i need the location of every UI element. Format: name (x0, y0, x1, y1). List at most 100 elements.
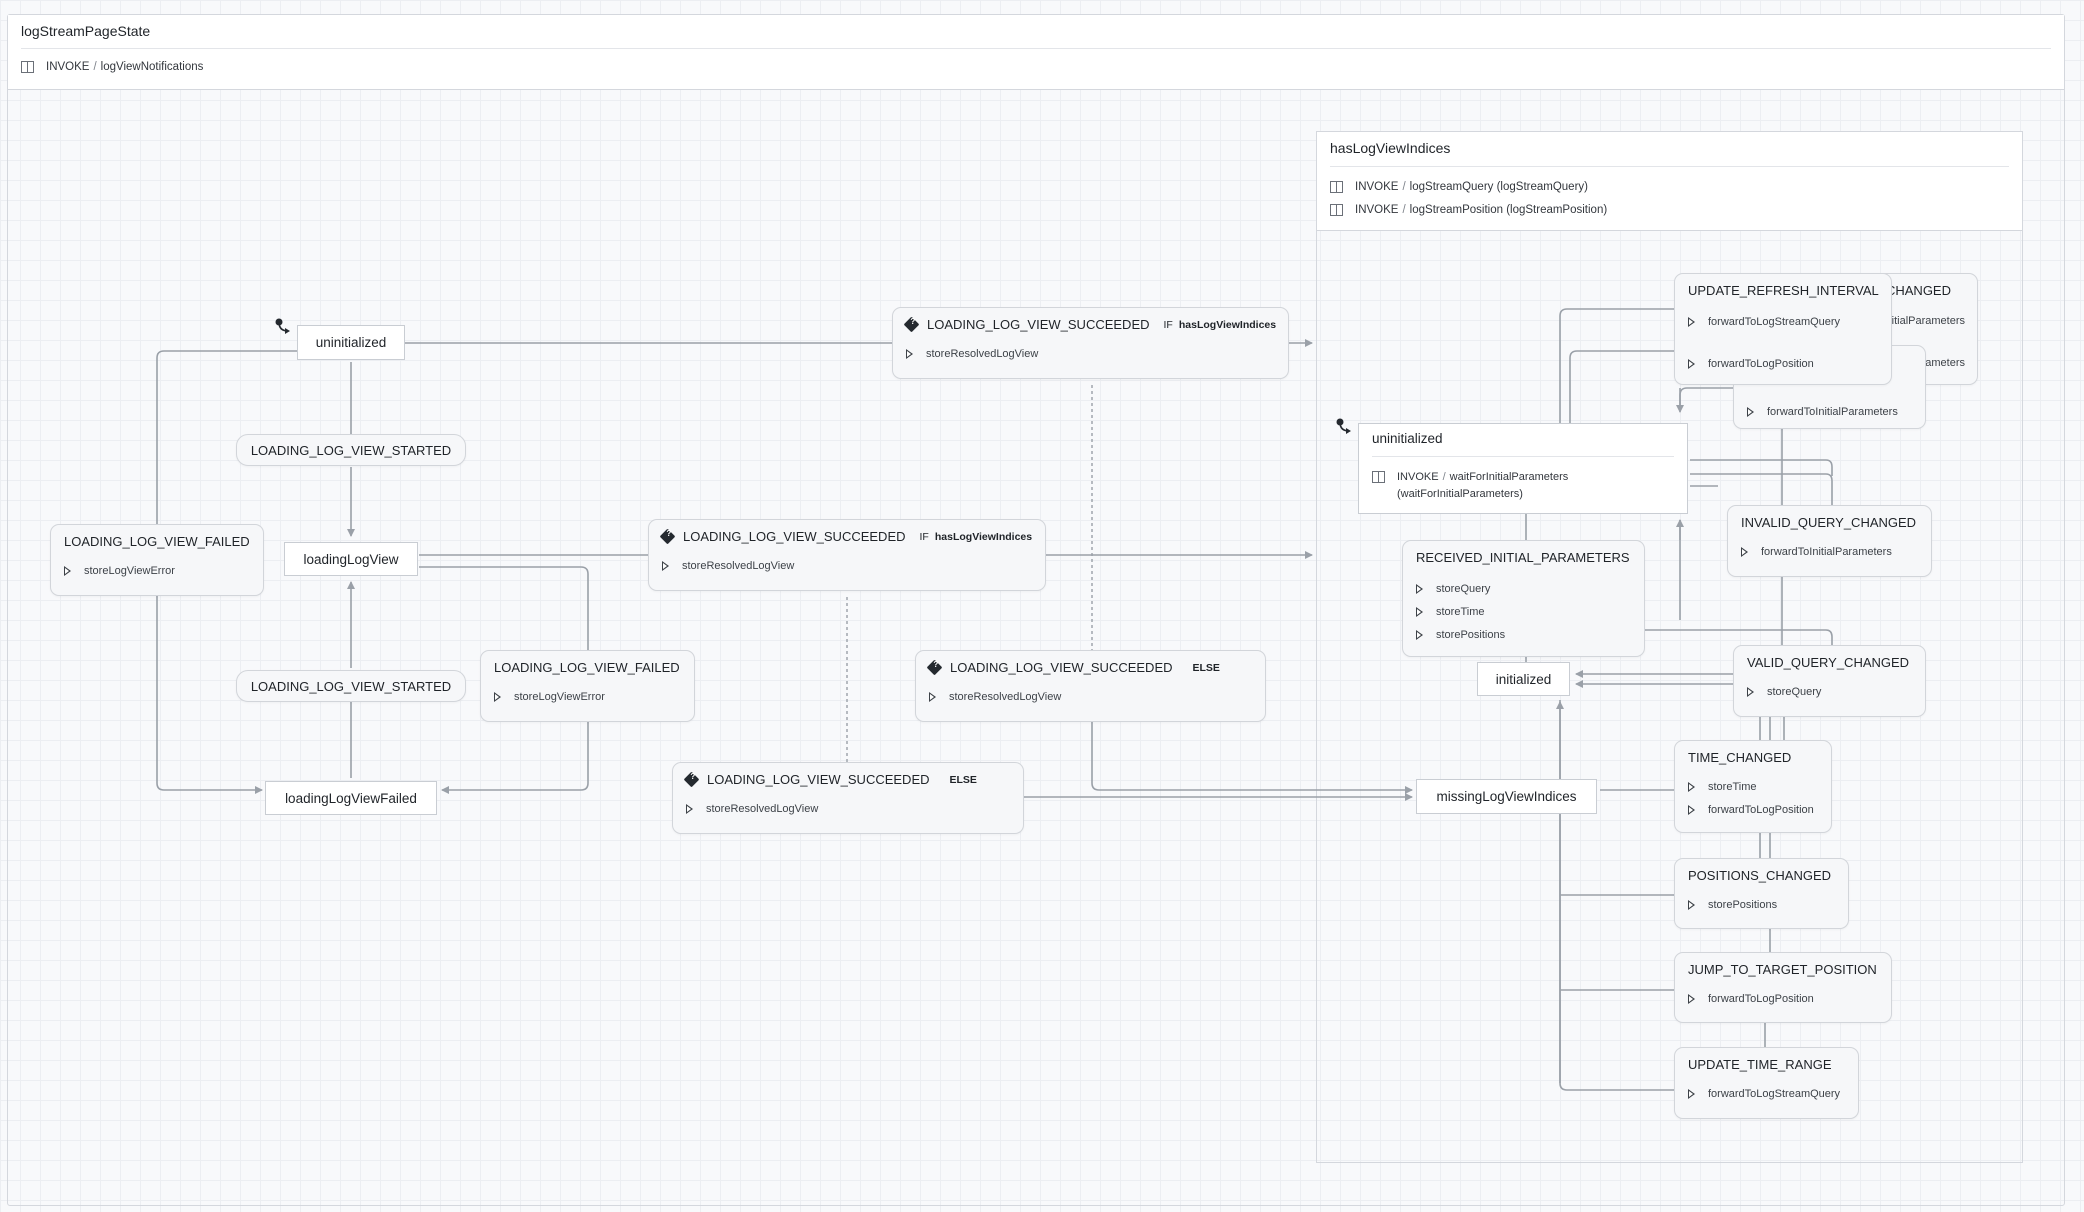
event-label: LOADING_LOG_VIEW_FAILED (494, 660, 680, 675)
invoke-name: logStreamPosition (logStreamPosition) (1409, 204, 1608, 216)
event-loading-log-view-started[interactable]: LOADING_LOG_VIEW_STARTED (236, 670, 466, 702)
action-icon (1688, 899, 1695, 910)
invoke-separator: / (1402, 204, 1406, 216)
action-label: forwardToLogPosition (1708, 357, 1814, 370)
event-label: UPDATE_TIME_RANGE (1688, 1057, 1832, 1072)
event-valid-query-changed[interactable]: VALID_QUERY_CHANGED storeQuery (1733, 645, 1926, 717)
event-loading-log-view-started[interactable]: LOADING_LOG_VIEW_STARTED (236, 434, 466, 466)
event-update-refresh-interval[interactable]: UPDATE_REFRESH_INTERVAL forwardToLogStre… (1674, 273, 1892, 385)
invoke-icon (1372, 471, 1385, 483)
root-invoke-row: INVOKE / logViewNotifications (21, 59, 203, 76)
condition-keyword: ELSE (1192, 661, 1220, 674)
event-loading-log-view-succeeded-if[interactable]: LOADING_LOG_VIEW_SUCCEEDEDIFhasLogViewIn… (648, 519, 1046, 591)
invoke-icon (1330, 181, 1343, 193)
event-label: INVALID_QUERY_CHANGED (1741, 515, 1917, 530)
event-label: LOADING_LOG_VIEW_FAILED (64, 534, 250, 549)
invoke-name: waitForInitialParameters (1449, 471, 1569, 483)
state-title: uninitialized (1372, 431, 1443, 446)
invoke-keyword: INVOKE (1355, 181, 1399, 193)
invoke-row-logStreamQuery: INVOKE / logStreamQuery (logStreamQuery) (1330, 179, 1588, 196)
event-label: LOADING_LOG_VIEW_SUCCEEDED (683, 529, 906, 544)
state-initialized[interactable]: initialized (1477, 662, 1570, 696)
guard-icon (926, 659, 943, 676)
action-icon (929, 691, 936, 702)
event-label: LOADING_LOG_VIEW_SUCCEEDED (950, 660, 1173, 675)
condition-keyword: ELSE (949, 773, 977, 786)
action-icon (494, 691, 501, 702)
invoke-row-waitForInitialParameters: INVOKE/waitForInitialParameters (waitFor… (1372, 469, 1568, 503)
invoke-icon (1330, 204, 1343, 216)
event-label: RECEIVED_INITIAL_PARAMETERS (1416, 550, 1630, 565)
guard-icon (659, 528, 676, 545)
action-label: storeQuery (1436, 582, 1491, 595)
event-label: POSITIONS_CHANGED (1688, 868, 1832, 883)
divider (1330, 166, 2009, 167)
event-jump-to-target-position[interactable]: JUMP_TO_TARGET_POSITION forwardToLogPosi… (1674, 952, 1892, 1023)
action-label: itialParameters (1891, 315, 1965, 327)
action-icon (64, 565, 71, 576)
action-label: storeResolvedLogView (706, 802, 819, 815)
action-icon (906, 348, 913, 359)
invoke-row-logStreamPosition: INVOKE / logStreamPosition (logStreamPos… (1330, 202, 1607, 219)
action-label: forwardToInitialParameters (1767, 405, 1898, 418)
condition-keyword: IF (1163, 318, 1173, 331)
action-icon (1416, 629, 1423, 640)
action-icon (1688, 993, 1695, 1004)
divider (1372, 456, 1674, 457)
action-label: storeTime (1436, 605, 1485, 618)
invoke-keyword: INVOKE (1355, 204, 1399, 216)
action-icon (686, 803, 693, 814)
action-icon (662, 560, 669, 571)
event-label: CHANGED (1885, 283, 1951, 298)
state-uninitialized-nested[interactable]: uninitialized INVOKE/waitForInitialParam… (1358, 423, 1688, 514)
state-hasLogViewIndices[interactable]: hasLogViewIndices INVOKE / logStreamQuer… (1316, 131, 2023, 1163)
state-loadingLogViewFailed[interactable]: loadingLogViewFailed (265, 781, 437, 815)
initial-state-marker (1336, 418, 1351, 434)
event-positions-changed[interactable]: POSITIONS_CHANGED storePositions (1674, 858, 1849, 929)
state-loadingLogView[interactable]: loadingLogView (284, 542, 418, 576)
condition-name: hasLogViewIndices (1178, 318, 1277, 331)
action-icon (1688, 804, 1695, 815)
action-label: forwardToLogPosition (1708, 992, 1814, 1005)
root-state-logStreamPageState: logStreamPageState INVOKE / logViewNotif… (7, 14, 2065, 1206)
event-label: TIME_CHANGED (1688, 750, 1792, 765)
action-label: storeResolvedLogView (926, 347, 1039, 360)
event-received-initial-parameters[interactable]: RECEIVED_INITIAL_PARAMETERS storeQuery s… (1402, 540, 1645, 657)
invoke-keyword: INVOKE (46, 61, 90, 73)
invoke-name-continued: (waitForInitialParameters) (1397, 488, 1523, 500)
event-update-time-range[interactable]: UPDATE_TIME_RANGE forwardToLogStreamQuer… (1674, 1047, 1859, 1119)
event-loading-log-view-failed[interactable]: LOADING_LOG_VIEW_FAILED storeLogViewErro… (50, 524, 264, 596)
event-loading-log-view-succeeded-if[interactable]: LOADING_LOG_VIEW_SUCCEEDEDIFhasLogViewIn… (892, 307, 1289, 379)
invoke-name: logViewNotifications (100, 61, 204, 73)
compound-state-title: hasLogViewIndices (1330, 140, 1451, 156)
invoke-keyword: INVOKE (1397, 471, 1439, 483)
divider (21, 48, 2051, 49)
event-label: UPDATE_REFRESH_INTERVAL (1688, 283, 1879, 298)
action-icon (1688, 781, 1695, 792)
initial-state-marker (275, 318, 290, 334)
state-uninitialized[interactable]: uninitialized (297, 325, 405, 360)
action-label: storeQuery (1767, 685, 1822, 698)
state-missingLogViewIndices[interactable]: missingLogViewIndices (1416, 779, 1597, 814)
event-time-changed[interactable]: TIME_CHANGED storeTime forwardToLogPosit… (1674, 740, 1832, 833)
action-label: forwardToLogStreamQuery (1708, 1087, 1841, 1100)
action-icon (1688, 1088, 1695, 1099)
condition-keyword: IF (919, 530, 929, 543)
invoke-separator: / (1442, 471, 1446, 483)
event-label: VALID_QUERY_CHANGED (1747, 655, 1910, 670)
action-label: storePositions (1436, 628, 1506, 641)
action-icon (1741, 546, 1748, 557)
action-icon (1688, 358, 1695, 369)
action-label: forwardToLogPosition (1708, 803, 1814, 816)
action-label: storeTime (1708, 780, 1757, 793)
action-icon (1688, 316, 1695, 327)
event-invalid-query-changed[interactable]: INVALID_QUERY_CHANGED forwardToInitialPa… (1727, 505, 1932, 577)
event-loading-log-view-failed[interactable]: LOADING_LOG_VIEW_FAILED storeLogViewErro… (480, 650, 695, 722)
root-state-header: logStreamPageState INVOKE / logViewNotif… (8, 15, 2064, 90)
event-label: JUMP_TO_TARGET_POSITION (1688, 962, 1877, 977)
action-label: storeResolvedLogView (682, 559, 795, 572)
root-state-title: logStreamPageState (21, 23, 151, 39)
action-label: storeLogViewError (514, 690, 605, 703)
